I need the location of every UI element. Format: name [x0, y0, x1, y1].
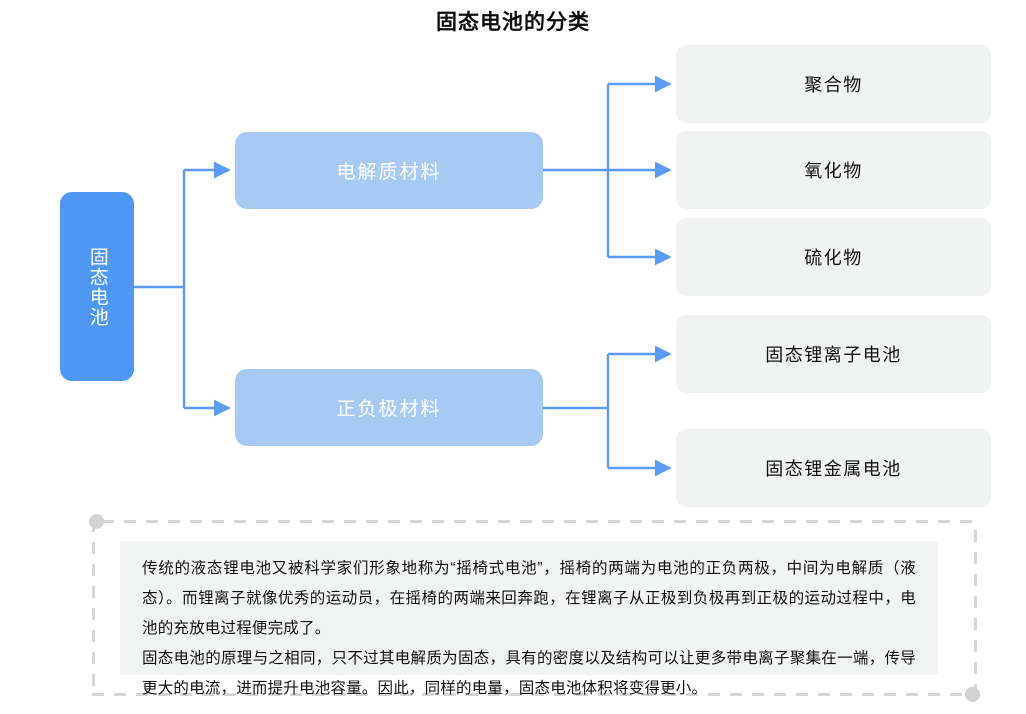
- node-root-label: 固态电池: [86, 246, 108, 327]
- note-body: 传统的液态锂电池又被科学家们形象地称为“摇椅式电池”，摇椅的两端为电池的正负两极…: [120, 541, 938, 697]
- dashed-border-bottom: [92, 693, 967, 696]
- note-frame: 传统的液态锂电池又被科学家们形象地称为“摇椅式电池”，摇椅的两端为电池的正负两极…: [89, 514, 980, 702]
- dashed-border-top: [102, 520, 977, 523]
- node-leaf-sulfide[interactable]: 硫化物: [676, 218, 991, 296]
- node-leaf-solid-lithium-metal-battery[interactable]: 固态锂金属电池: [676, 429, 991, 507]
- node-leaf-sulfide-label: 硫化物: [804, 248, 863, 268]
- node-leaf-li-ion-label: 固态锂离子电池: [765, 345, 902, 365]
- node-leaf-oxide-label: 氧化物: [804, 161, 863, 181]
- node-electrolyte-material[interactable]: 电解质材料: [235, 132, 543, 209]
- note-paragraph-1: 传统的液态锂电池又被科学家们形象地称为“摇椅式电池”，摇椅的两端为电池的正负两极…: [142, 560, 916, 637]
- dashed-border-left: [92, 520, 95, 686]
- corner-dot-top-left: [89, 514, 104, 529]
- page-title: 固态电池的分类: [436, 11, 590, 34]
- node-electrode-label: 正负极材料: [336, 399, 442, 420]
- node-root-solid-state-battery[interactable]: 固态电池: [60, 192, 134, 381]
- node-electrode-material[interactable]: 正负极材料: [235, 369, 543, 446]
- note-paragraph-2: 固态电池的原理与之相同，只不过其电解质为固态，具有的密度以及结构可以让更多带电离…: [142, 650, 916, 697]
- node-leaf-polymer-label: 聚合物: [804, 75, 863, 95]
- node-electrolyte-label: 电解质材料: [336, 162, 442, 183]
- node-leaf-oxide[interactable]: 氧化物: [676, 131, 991, 209]
- node-leaf-polymer[interactable]: 聚合物: [676, 45, 991, 123]
- node-leaf-solid-lithium-ion-battery[interactable]: 固态锂离子电池: [676, 315, 991, 393]
- corner-dot-bottom-right: [965, 687, 980, 702]
- dashed-border-right: [974, 530, 977, 696]
- node-leaf-li-metal-label: 固态锂金属电池: [765, 459, 902, 479]
